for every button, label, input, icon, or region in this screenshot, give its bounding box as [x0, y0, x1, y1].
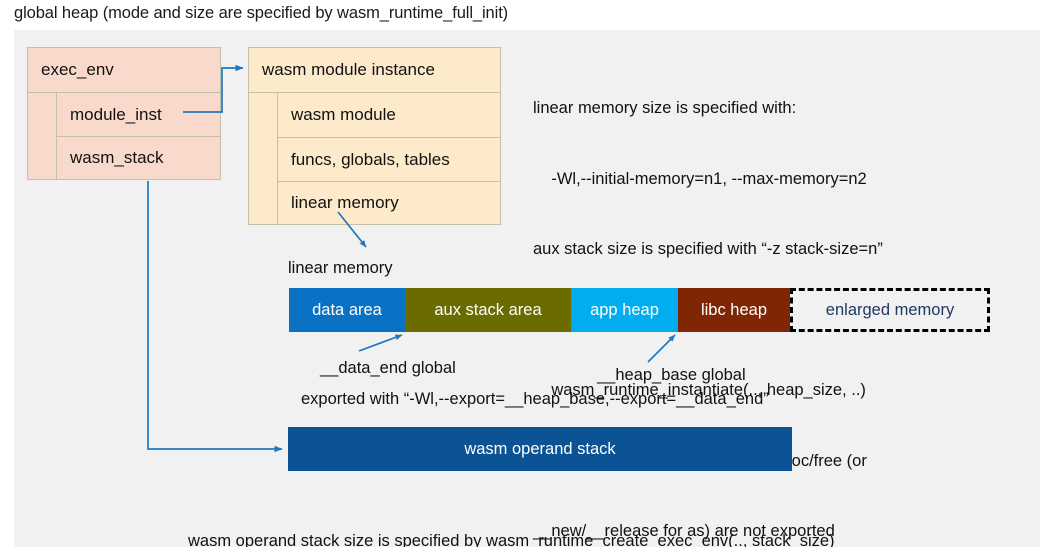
- memory-segment-data-area: data area: [289, 288, 405, 332]
- wasm-module-instance-gutter: [249, 93, 278, 224]
- annotation-exported-with: exported with “-Wl,--export=__heap_base,…: [301, 390, 769, 408]
- operand-stack-note: wasm operand stack size is specified by …: [188, 483, 835, 547]
- exec-env-gutter: [28, 93, 57, 179]
- page-title: global heap (mode and size are specified…: [14, 4, 509, 22]
- note-line-3: aux stack size is specified with “-z sta…: [533, 240, 883, 258]
- note-line-5: wasm_runtime_instantiate(.., heap_size, …: [533, 381, 866, 399]
- linear-memory-caption: linear memory: [288, 259, 393, 277]
- wasm-module-instance-box: wasm module instance wasm module funcs, …: [248, 47, 501, 225]
- module-field-funcs-globals-tables: funcs, globals, tables: [278, 137, 500, 181]
- note-line-7: __new/__release for as) are not exported: [533, 522, 835, 540]
- annotation-data-end: __data_end global: [320, 359, 456, 377]
- exec-env-field-module-inst: module_inst: [57, 93, 220, 136]
- wasm-module-instance-header: wasm module instance: [249, 48, 500, 93]
- linear-memory-bar: data area aux stack area app heap libc h…: [289, 288, 990, 332]
- wasm-operand-stack-box: wasm operand stack: [288, 427, 792, 471]
- memory-segment-libc-heap: libc heap: [678, 288, 790, 332]
- exec-env-header: exec_env: [28, 48, 220, 93]
- memory-segment-enlarged-memory: enlarged memory: [790, 288, 990, 332]
- module-field-linear-memory: linear memory: [278, 181, 500, 224]
- module-field-wasm-module: wasm module: [278, 93, 500, 137]
- memory-segment-aux-stack-area: aux stack area: [405, 288, 571, 332]
- note-line-2: -Wl,--initial-memory=n1, --max-memory=n2: [533, 169, 867, 188]
- operand-note-line-1: wasm operand stack size is specified by …: [188, 532, 835, 547]
- exec-env-box: exec_env module_inst wasm_stack: [27, 47, 221, 180]
- memory-segment-app-heap: app heap: [571, 288, 678, 332]
- exec-env-field-wasm-stack: wasm_stack: [57, 136, 220, 179]
- annotation-heap-base: __heap_base global: [597, 366, 746, 384]
- note-line-1: linear memory size is specified with:: [533, 99, 797, 117]
